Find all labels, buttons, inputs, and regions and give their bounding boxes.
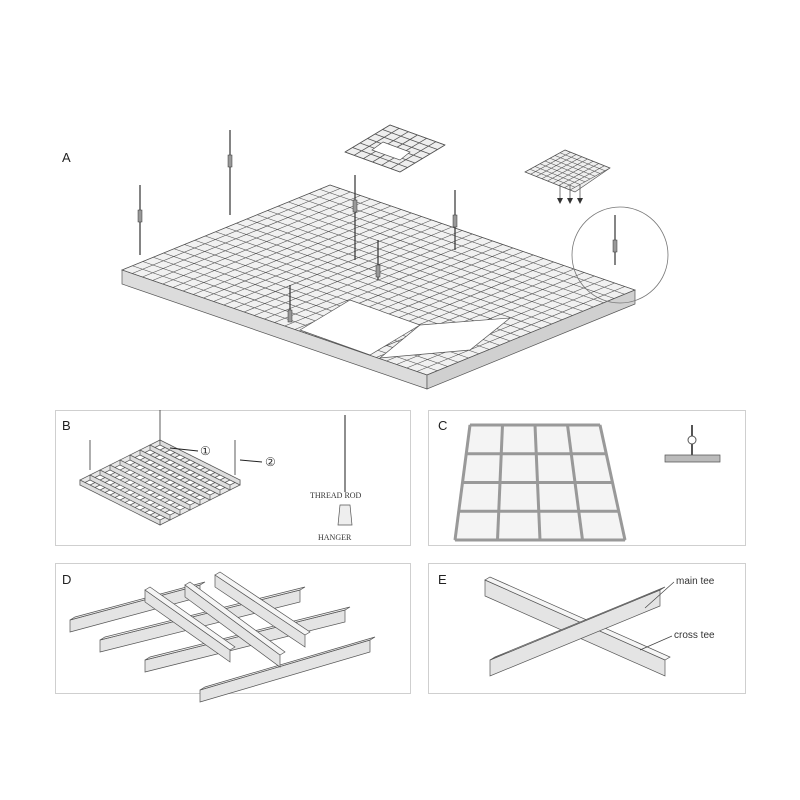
flat-grid-bar <box>566 424 584 541</box>
main-blade <box>89 474 171 521</box>
marker-2: ② <box>265 455 276 469</box>
panel-e <box>428 563 746 694</box>
main-blade <box>149 444 231 491</box>
hanger-label: HANGER <box>318 533 352 542</box>
panel-b-label: B <box>62 418 71 433</box>
cell-module-line <box>344 151 401 173</box>
cell-module-2-line <box>534 166 581 185</box>
panel-a-label: A <box>62 150 71 165</box>
main-blade <box>109 464 191 511</box>
cell-module-2-line <box>529 168 576 188</box>
hanger-clip <box>452 214 458 228</box>
ceiling-grid-line <box>329 184 636 291</box>
panel-d <box>55 563 411 694</box>
marker-1: ① <box>200 444 211 458</box>
panel-e-label: E <box>438 572 447 587</box>
panel-b <box>55 410 411 546</box>
ceiling-grid-line <box>298 197 604 304</box>
ceiling-grid-assembly <box>121 124 636 390</box>
hanger-clip <box>137 209 143 223</box>
cross-tee-top <box>489 586 666 661</box>
suspended-grid-b <box>79 410 353 526</box>
cross-tee-top <box>214 571 311 636</box>
cell-module-2-line <box>559 152 606 172</box>
ceiling-grid-line <box>257 214 563 321</box>
panel-d-label: D <box>62 572 72 587</box>
main-blade <box>159 439 241 486</box>
tee-profile <box>664 454 721 463</box>
cell-module-line <box>352 147 408 168</box>
hanger-clip <box>337 504 353 526</box>
ceiling-grid-line <box>246 218 552 325</box>
arrow-head <box>577 198 583 204</box>
marker-1-arrow <box>169 447 199 452</box>
hanger-clip <box>612 239 618 253</box>
main-blade <box>79 479 161 526</box>
ceiling-opening <box>378 317 512 359</box>
hanger-clip <box>352 199 358 213</box>
main-blade <box>99 469 181 516</box>
ceiling-grid-line <box>267 210 573 316</box>
detail-circle <box>571 206 669 304</box>
ceiling-grid-line <box>277 205 584 312</box>
tee-hanger-hole <box>687 435 697 445</box>
thread-rod-label: THREAD ROD <box>310 491 362 500</box>
main-blade <box>119 459 201 506</box>
hanger-clip <box>227 154 233 168</box>
cross-tee-label: cross tee <box>674 630 715 641</box>
ceiling-grid-line <box>236 222 542 329</box>
cell-module-2-line <box>554 155 601 174</box>
ceiling-opening <box>299 299 421 356</box>
arrow-head <box>557 198 563 204</box>
panel-c-label: C <box>438 418 448 433</box>
hanger-clip <box>375 264 381 278</box>
cross-tee-leader <box>639 635 673 651</box>
flat-grid-c <box>453 423 721 542</box>
cross-tee-top <box>144 586 236 651</box>
cell-module-2-line <box>524 171 571 191</box>
panel-c <box>428 410 746 546</box>
cell-module-line <box>389 124 446 146</box>
flat-grid-bar <box>598 424 627 541</box>
cell-module-hole <box>371 141 411 161</box>
tee-grid-d <box>69 571 376 703</box>
main-tee-label: main tee <box>676 576 715 587</box>
ceiling-grid-line <box>288 201 594 308</box>
hanger-clip <box>287 309 293 323</box>
main-blade <box>139 449 221 496</box>
ceiling-grid-line <box>319 188 625 295</box>
main-tee-top <box>484 576 671 661</box>
cell-module-line <box>374 133 431 155</box>
cross-tee-top <box>184 581 286 656</box>
side-fascia <box>426 289 636 390</box>
tee-cross-e <box>484 576 671 677</box>
cell-module-2-line <box>539 163 586 183</box>
main-tee-top <box>199 636 376 691</box>
ceiling-grid-line <box>215 231 521 338</box>
cell-module-2-line <box>544 160 591 180</box>
ceiling-grid-line <box>309 193 615 299</box>
cell-module-2-line <box>549 157 596 177</box>
cell-module-line <box>382 129 438 150</box>
main-tee-leader <box>644 581 675 609</box>
marker-2-arrow <box>239 459 263 463</box>
cell-module-2-line <box>564 149 611 169</box>
arrow-head <box>567 198 573 204</box>
main-blade <box>129 454 211 501</box>
